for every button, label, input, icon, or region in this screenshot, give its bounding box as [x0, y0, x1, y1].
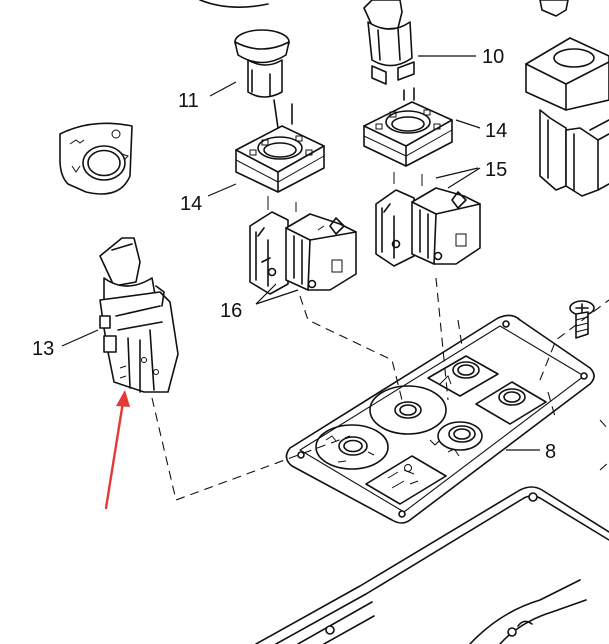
leader-lines: [61, 55, 540, 451]
mounting-screw: [569, 300, 595, 339]
lower-housing: [255, 486, 609, 644]
callout-14-right: 14: [485, 120, 507, 142]
mushroom-button-11: [234, 29, 290, 98]
callout-13: 13: [32, 338, 54, 360]
key-switch-13: [99, 237, 179, 393]
callout-8: 8: [545, 441, 556, 463]
callout-15: 15: [485, 159, 507, 181]
callout-10: 10: [482, 46, 504, 68]
contact-blocks-15: [375, 172, 481, 267]
contact-blocks-16: [249, 196, 357, 295]
contact-holder-14-right: [363, 87, 453, 167]
assembly-dashed-lines: [151, 277, 609, 501]
callout-16: 16: [220, 300, 242, 322]
callout-11: 11: [178, 90, 199, 112]
contact-holder-14-left: [235, 99, 325, 193]
control-panel-plate: [285, 314, 595, 524]
rotary-selector-10: [363, 0, 415, 85]
cap-plate: [59, 122, 133, 195]
callout-14-left: 14: [180, 193, 202, 215]
top-arc-part: [199, 0, 269, 8]
right-partial-switch: [525, 0, 609, 197]
red-highlight-arrow: [104, 390, 130, 510]
